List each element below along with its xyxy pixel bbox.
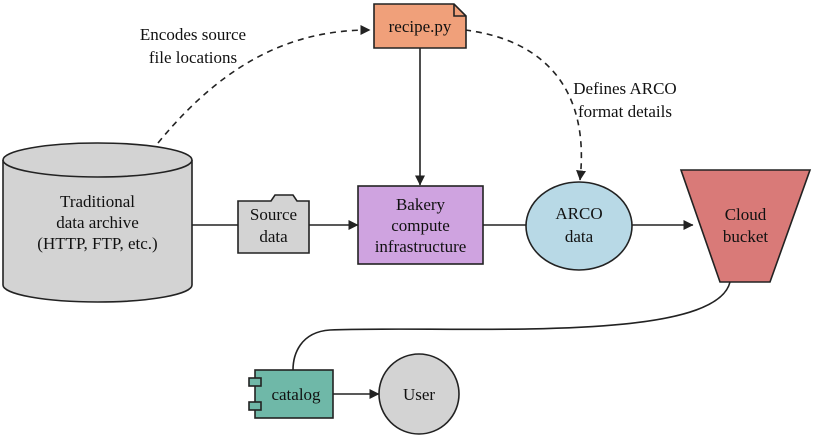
defines-label-line-2: format details bbox=[578, 102, 672, 121]
bakery-node: Bakery compute infrastructure bbox=[357, 185, 484, 265]
encodes-label-line-1: Encodes source bbox=[140, 25, 246, 44]
bucket-node: Cloud bucket bbox=[679, 169, 812, 283]
user-label: User bbox=[403, 385, 435, 404]
defines-label-line-1: Defines ARCO bbox=[573, 79, 676, 98]
catalog-tab-top bbox=[248, 377, 262, 387]
bakery-label-line-3: infrastructure bbox=[375, 237, 467, 256]
archive-label-line-3: (HTTP, FTP, etc.) bbox=[37, 234, 157, 253]
recipe-note-shape bbox=[373, 3, 467, 49]
bakery-label-line-1: Bakery bbox=[396, 195, 446, 214]
recipe-note-fold bbox=[453, 4, 466, 17]
user-node: User bbox=[378, 353, 460, 435]
user-circle bbox=[378, 353, 460, 435]
edge-archive-to-recipe bbox=[157, 25, 371, 144]
recipe-node: recipe.py bbox=[373, 3, 467, 49]
arco-ellipse bbox=[525, 181, 633, 271]
archive-label-line-2: data archive bbox=[56, 213, 139, 232]
catalog-box bbox=[254, 369, 334, 419]
arco-label-line-2: data bbox=[565, 227, 594, 246]
source-node: Source data bbox=[237, 194, 310, 254]
recipe-label: recipe.py bbox=[389, 17, 452, 36]
bakery-label-line-2: compute bbox=[391, 216, 450, 235]
catalog-label: catalog bbox=[271, 385, 321, 404]
archive-label-line-1: Traditional bbox=[60, 192, 135, 211]
source-label-line-1: Source bbox=[250, 205, 297, 224]
encodes-label-line-2: file locations bbox=[149, 48, 237, 67]
edge-bucket-to-catalog bbox=[292, 281, 731, 371]
archive-node: Traditional data archive (HTTP, FTP, etc… bbox=[2, 142, 193, 303]
catalog-node: catalog bbox=[248, 369, 334, 419]
arco-node: ARCO data bbox=[525, 181, 633, 271]
arco-label-line-1: ARCO bbox=[555, 204, 602, 223]
source-label-line-2: data bbox=[259, 227, 288, 246]
source-folder-shape bbox=[237, 194, 310, 254]
bucket-label-line-2: bucket bbox=[723, 227, 769, 246]
bucket-label-line-1: Cloud bbox=[725, 205, 767, 224]
bakery-box bbox=[357, 185, 484, 265]
edge-recipe-to-arco bbox=[464, 29, 587, 181]
archive-cylinder-top bbox=[2, 142, 193, 178]
archive-cylinder-body bbox=[2, 160, 193, 303]
bucket-shape bbox=[679, 169, 812, 283]
catalog-tab-bottom bbox=[248, 401, 262, 411]
